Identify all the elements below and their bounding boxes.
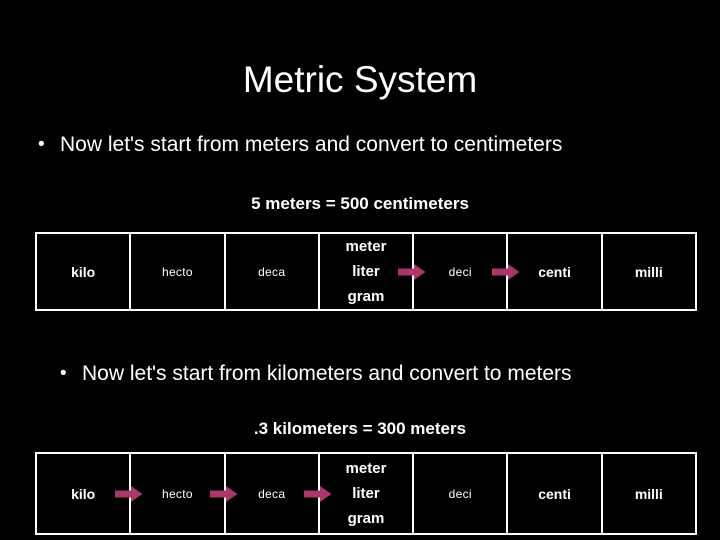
bullet-marker-icon: • xyxy=(60,363,67,384)
prefix-cell-meter: meter liter gram xyxy=(320,234,426,309)
prefix-cell-kilo: kilo xyxy=(37,454,143,533)
prefix-cell-labels: hecto xyxy=(162,486,193,502)
prefix-cell-labels: kilo xyxy=(71,486,95,502)
prefix-cell-labels: meter liter gram xyxy=(346,234,387,309)
prefix-cell-labels: hecto xyxy=(162,264,193,280)
bullet-marker-icon: • xyxy=(38,134,45,155)
prefix-cell-deci: deci xyxy=(414,454,509,533)
prefix-label: liter xyxy=(352,485,380,502)
prefix-cell-milli: milli xyxy=(603,234,695,309)
prefix-cell-labels: milli xyxy=(635,264,663,280)
prefix-label: meter xyxy=(345,238,387,255)
prefix-cell-labels: centi xyxy=(538,264,571,280)
prefix-cell-centi: centi xyxy=(508,454,603,533)
bullet-text-1: Now let's start from meters and convert … xyxy=(60,133,563,156)
prefix-label: deci xyxy=(448,264,472,279)
metric-prefix-table-2: kilo hecto deca meter liter gram deci centi mill… xyxy=(35,452,697,535)
prefix-label: liter xyxy=(352,263,380,280)
prefix-label: hecto xyxy=(161,486,193,501)
prefix-label: kilo xyxy=(71,263,96,280)
prefix-cell-deca: deca xyxy=(226,234,320,309)
prefix-cell-deci: deci xyxy=(414,234,520,309)
prefix-label: gram xyxy=(347,288,385,305)
prefix-cell-labels: deci xyxy=(449,264,472,280)
prefix-cell-labels: kilo xyxy=(71,264,95,280)
bullet-item-1: • Now let's start from meters and conver… xyxy=(38,132,562,158)
prefix-cell-labels: deca xyxy=(258,486,285,502)
prefix-label: centi xyxy=(538,485,571,502)
prefix-cell-labels: deca xyxy=(258,264,285,280)
prefix-label: hecto xyxy=(161,264,193,279)
prefix-cell-centi: centi xyxy=(508,234,603,309)
prefix-cell-labels: meter liter gram xyxy=(346,456,387,531)
prefix-label: deca xyxy=(258,486,286,501)
bullet-item-2: • Now let's start from kilometers and co… xyxy=(60,361,572,387)
prefix-label: deca xyxy=(258,264,286,279)
prefix-cell-labels: deci xyxy=(449,486,472,502)
prefix-label: centi xyxy=(538,263,571,280)
prefix-label: milli xyxy=(634,263,663,280)
prefix-label: milli xyxy=(634,485,663,502)
prefix-cell-labels: centi xyxy=(538,486,571,502)
conversion-caption-1: 5 meters = 500 centimeters xyxy=(251,194,469,213)
metric-prefix-table-1: kilo hecto deca meter liter gram deci centi mill… xyxy=(35,232,697,311)
conversion-caption-2: .3 kilometers = 300 meters xyxy=(253,419,467,438)
prefix-cell-labels: milli xyxy=(635,486,663,502)
prefix-cell-milli: milli xyxy=(603,454,695,533)
prefix-label: deci xyxy=(448,486,472,501)
prefix-label: gram xyxy=(347,510,385,527)
prefix-cell-hecto: hecto xyxy=(131,234,226,309)
prefix-label: kilo xyxy=(71,485,96,502)
bullet-text-2: Now let's start from kilometers and conv… xyxy=(82,362,572,385)
prefix-cell-meter: meter liter gram xyxy=(320,454,415,533)
prefix-cell-deca: deca xyxy=(226,454,332,533)
prefix-cell-kilo: kilo xyxy=(37,234,132,309)
page-title: Metric System xyxy=(242,59,478,100)
prefix-label: meter xyxy=(345,460,387,477)
prefix-cell-hecto: hecto xyxy=(131,454,238,533)
